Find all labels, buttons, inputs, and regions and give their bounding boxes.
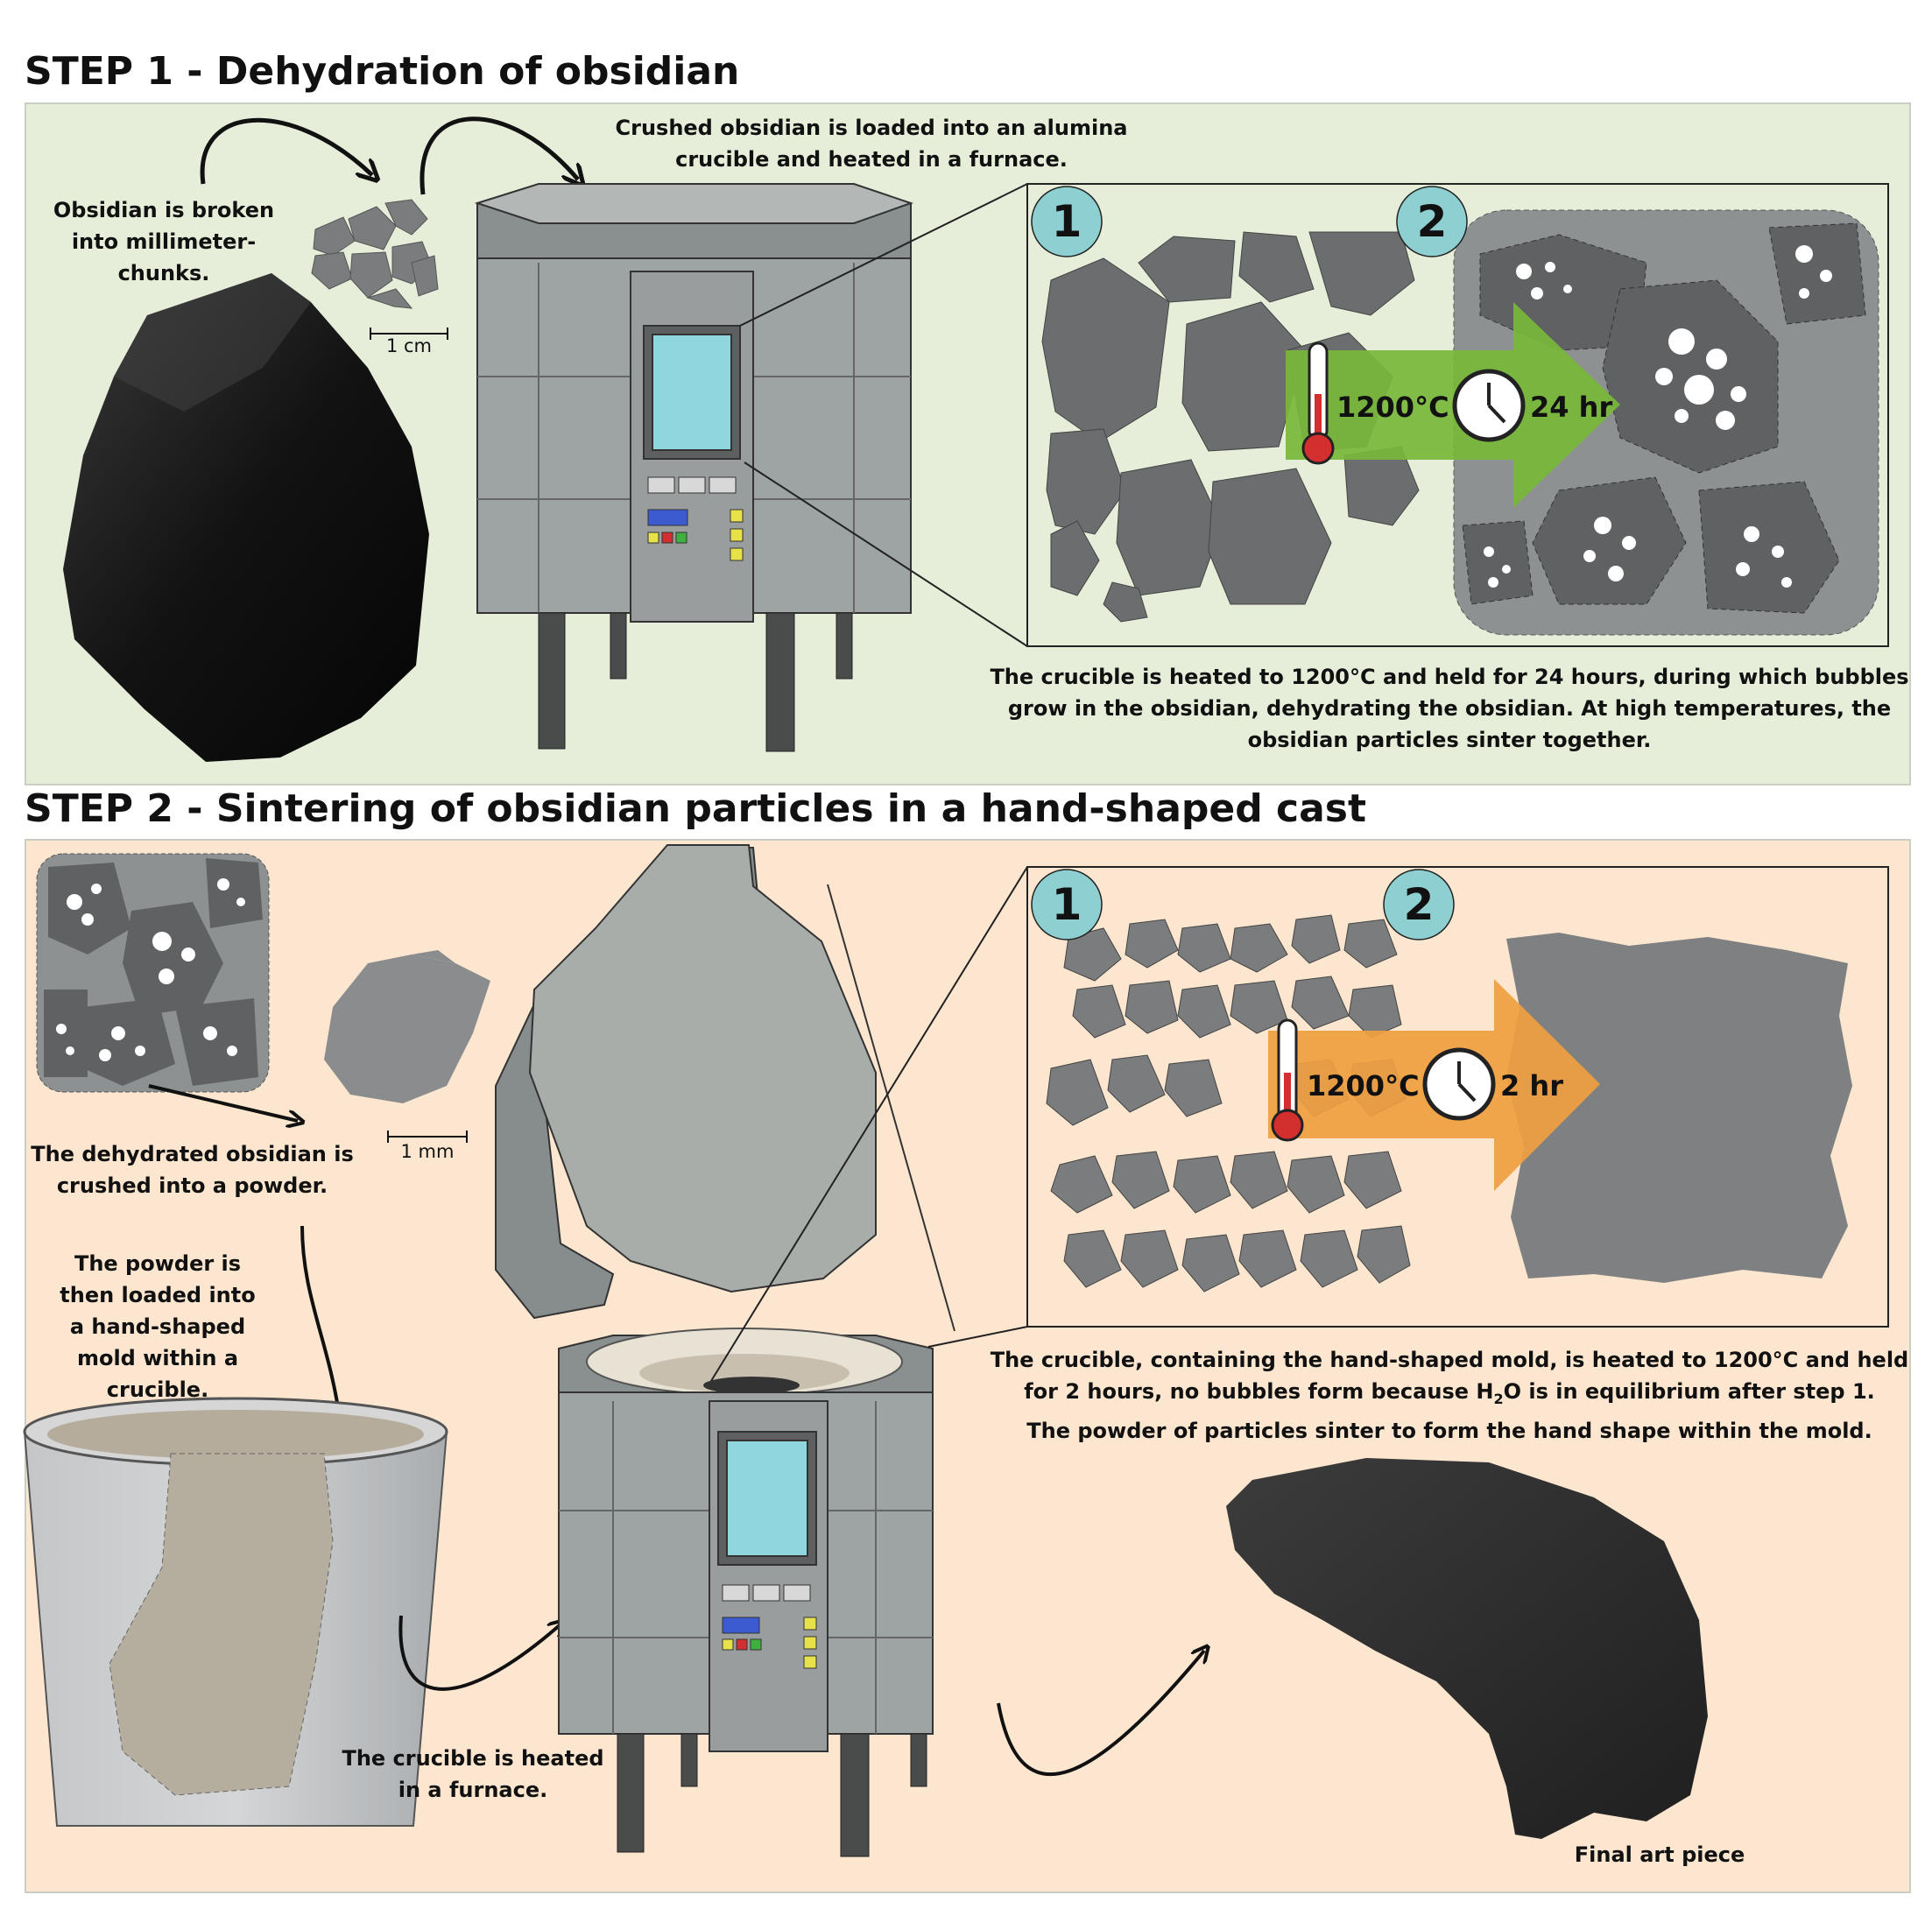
stage-2-label: 2 [1404,879,1435,930]
stage-circle-2 [1396,186,1468,257]
caption-broken: Obsidian is broken into millimeter-chunk… [53,198,275,285]
stage-circle-2 [1383,869,1455,940]
caption-crushed: The dehydrated obsidian is crushed into … [31,1142,354,1198]
caption-furnace: The crucible is heated in a furnace. [342,1746,604,1802]
thermometer-icon [1301,342,1335,465]
scale-label-1cm: 1 cm [385,335,433,356]
step2-duration: 2 hr [1500,1069,1563,1102]
dehydrated-particles [36,853,270,1093]
step1-duration: 24 hr [1530,391,1612,424]
step1-heading: STEP 1 - Dehydration of obsidian [25,49,740,94]
caption-mold: The powder is then loaded into a hand-sh… [60,1251,256,1402]
thermometer-icon [1271,1018,1304,1142]
curved-arrow-icon [200,116,578,195]
caption-heated: The crucible is heated to 1200°C and hel… [990,665,1909,752]
caption-heated-line3: The powder of particles sinter to form t… [1026,1418,1872,1443]
scale-bar-1mm [387,1131,468,1143]
curved-arrow-icon [398,1615,561,1691]
powder-particles [1046,914,1411,1293]
stage-1-label: 1 [1052,196,1082,247]
stage-2-label: 2 [1417,196,1448,247]
stage-circle-1 [1031,186,1103,257]
bubbled-particles [1453,209,1879,636]
step1-temperature: 1200°C [1336,391,1449,424]
caption-heated-step2: The crucible, containing the hand-shaped… [985,1344,1914,1447]
step2-heading: STEP 2 - Sintering of obsidian particles… [25,786,1367,831]
obsidian-chunks [311,199,439,309]
curved-arrow-icon [148,1084,298,1121]
subscript-2: 2 [1493,1390,1504,1407]
stage-1-label: 1 [1052,879,1082,930]
crucible-with-mold [23,1397,448,1827]
caption-heated-line1: The crucible, containing the hand-shaped… [990,1348,1909,1372]
scale-bar-1cm [370,328,448,340]
curved-arrow-icon [997,1651,1204,1776]
obsidian-powder [324,950,490,1103]
clock-icon [1422,1047,1496,1121]
final-hand-sculpture [1226,1458,1708,1839]
stage-circle-1 [1031,869,1103,940]
curved-arrow-icon [300,1225,340,1419]
furnace-closed [474,183,914,752]
sintered-mass [1506,933,1852,1283]
scale-label-1mm: 1 mm [400,1141,455,1162]
furnace-open [495,844,955,1857]
step2-temperature: 1200°C [1307,1069,1420,1102]
caption-final: Final art piece [1574,1842,1745,1867]
caption-heated-line2: for 2 hours, no bubbles form because H2O… [1024,1379,1875,1407]
clock-icon [1452,369,1526,442]
caption-loaded: Crushed obsidian is loaded into an alumi… [615,116,1128,172]
